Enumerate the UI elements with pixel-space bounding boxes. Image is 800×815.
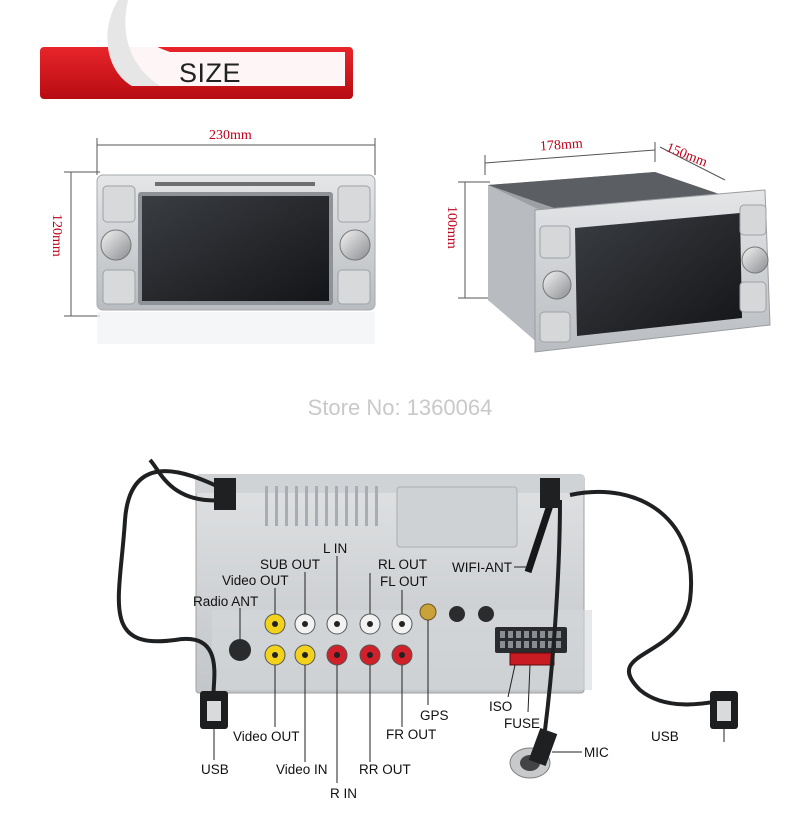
label-wifi-ant: WIFI-ANT xyxy=(452,560,512,575)
mic-plug xyxy=(509,727,558,779)
label-mic: MIC xyxy=(584,745,609,760)
section-title: SIZE xyxy=(178,58,241,88)
label-r-in: R IN xyxy=(330,786,357,801)
usb-cable-right xyxy=(543,489,726,731)
label-radio-ant: Radio ANT xyxy=(193,594,259,609)
label-fl-out: FL OUT xyxy=(380,574,428,589)
side-view-unit xyxy=(458,142,771,353)
side-height-label: 100mm xyxy=(444,206,459,249)
size-banner xyxy=(40,0,353,99)
front-view-unit xyxy=(64,138,376,344)
front-width-label: 230mm xyxy=(209,128,252,143)
usb-cable-left xyxy=(116,458,226,701)
store-watermark: Store No: 1360064 xyxy=(307,395,493,420)
label-video-in: Video IN xyxy=(276,762,328,777)
label-usb-left: USB xyxy=(201,762,229,777)
label-iso: ISO xyxy=(489,699,513,714)
label-video-out-bottom: Video OUT xyxy=(233,729,300,744)
side-width-label: 178mm xyxy=(539,136,584,155)
wifi-antenna xyxy=(214,478,560,574)
label-fuse: FUSE xyxy=(504,716,541,731)
front-height-label: 120mm xyxy=(49,214,64,257)
label-usb-right: USB xyxy=(651,729,679,744)
label-sub-out: SUB OUT xyxy=(260,557,321,572)
leader-lines xyxy=(213,556,725,783)
label-gps: GPS xyxy=(420,708,449,723)
label-video-out-top: Video OUT xyxy=(222,573,289,588)
rca-row-top xyxy=(264,613,413,635)
label-fr-out: FR OUT xyxy=(386,727,437,742)
label-rr-out: RR OUT xyxy=(359,762,411,777)
label-l-in: L IN xyxy=(323,541,348,556)
label-rl-out: RL OUT xyxy=(378,557,428,572)
